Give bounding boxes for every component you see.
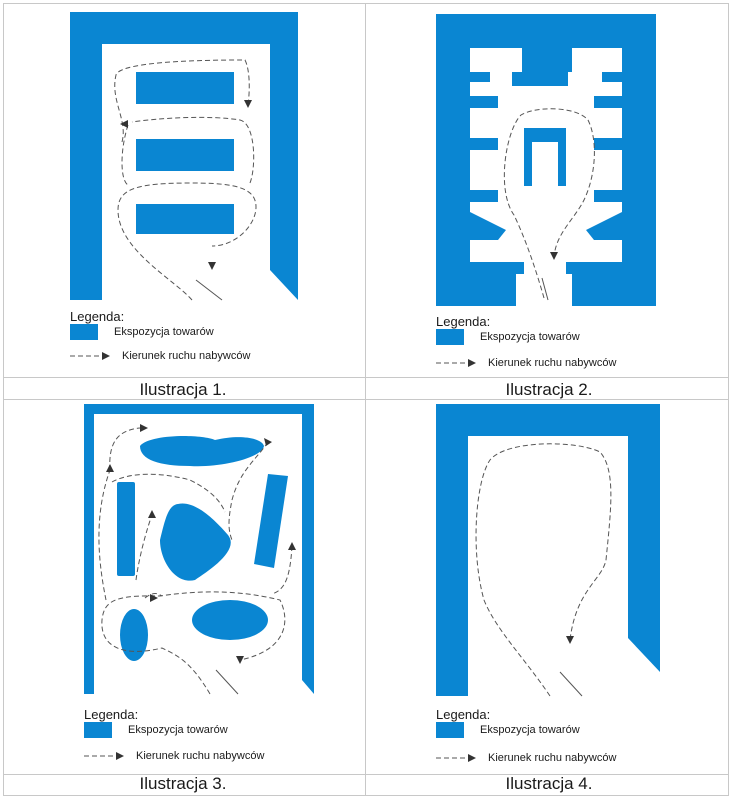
legend-title: Legenda: xyxy=(70,309,125,324)
customer-path xyxy=(98,427,293,695)
legend-title: Legenda: xyxy=(436,314,491,329)
exhibit-oval-left xyxy=(120,609,148,661)
exhibit-swatch xyxy=(70,324,98,340)
legend-path: Kierunek ruchu nabywców xyxy=(84,750,264,762)
legend-path-label: Kierunek ruchu nabywców xyxy=(136,750,265,762)
shelf-3 xyxy=(136,204,234,234)
legend-exhibit: Ekspozycja towarów xyxy=(436,329,580,345)
dashed-arrow-icon xyxy=(84,752,124,760)
floorplan-2 xyxy=(436,14,656,306)
panel-1: Legenda: Ekspozycja towarów Kierunek ruc… xyxy=(0,0,366,400)
legend-exhibit-label: Ekspozycja towarów xyxy=(480,724,580,736)
dashed-arrow-icon xyxy=(70,352,110,360)
exhibit-oval-right xyxy=(192,600,268,640)
floorplan-3 xyxy=(84,404,314,695)
shelf-2 xyxy=(136,139,234,171)
panel-4: Legenda: Ekspozycja towarów Kierunek ruc… xyxy=(366,400,732,800)
floorplan-1 xyxy=(70,12,298,301)
legend-path-label: Kierunek ruchu nabywców xyxy=(488,357,617,369)
legend-exhibit-label: Ekspozycja towarów xyxy=(114,326,214,338)
legend-path-label: Kierunek ruchu nabywców xyxy=(488,752,617,764)
entrance-door xyxy=(195,279,223,301)
legend-path: Kierunek ruchu nabywców xyxy=(436,357,616,369)
legend-exhibit: Ekspozycja towarów xyxy=(436,722,580,738)
exhibit-blob-center xyxy=(160,503,231,581)
store-walls xyxy=(70,12,298,300)
customer-path xyxy=(114,59,257,301)
customer-path xyxy=(503,108,595,299)
dashed-arrow-icon xyxy=(436,359,476,367)
legend-exhibit-label: Ekspozycja towarów xyxy=(128,724,228,736)
entrance-door xyxy=(215,669,239,695)
shelf-1 xyxy=(136,72,234,104)
store-walls xyxy=(436,14,656,306)
legend-title: Legenda: xyxy=(84,707,139,722)
dashed-arrow-icon xyxy=(436,754,476,762)
entrance-door xyxy=(559,671,583,697)
caption-2: Ilustracja 2. xyxy=(505,380,593,399)
legend-exhibit: Ekspozycja towarów xyxy=(70,324,214,340)
legend-exhibit-label: Ekspozycja towarów xyxy=(480,331,580,343)
entrance-door xyxy=(541,277,549,301)
legend-exhibit: Ekspozycja towarów xyxy=(84,722,228,738)
exhibit-swatch xyxy=(84,722,112,738)
customer-path xyxy=(475,443,612,697)
panel-2: Legenda: Ekspozycja towarów Kierunek ruc… xyxy=(366,0,732,400)
legend-path-label: Kierunek ruchu nabywców xyxy=(122,350,251,362)
exhibit-swatch xyxy=(436,329,464,345)
legend-path: Kierunek ruchu nabywców xyxy=(436,752,616,764)
arrow-head xyxy=(566,636,574,644)
legend-title: Legenda: xyxy=(436,707,491,722)
caption-1: Ilustracja 1. xyxy=(139,380,227,399)
legend-path: Kierunek ruchu nabywców xyxy=(70,350,250,362)
panel-3: Legenda: Ekspozycja towarów Kierunek ruc… xyxy=(0,400,366,800)
store-walls xyxy=(436,404,660,696)
arrow-head xyxy=(120,100,252,270)
caption-4: Ilustracja 4. xyxy=(505,774,593,793)
shelf-right xyxy=(254,474,288,568)
caption-3: Ilustracja 3. xyxy=(139,774,227,793)
exhibit-swatch xyxy=(436,722,464,738)
arrow-head xyxy=(550,252,558,260)
shelf-left xyxy=(117,482,135,576)
floorplan-4 xyxy=(436,404,660,697)
exhibit-blob-top xyxy=(140,436,264,467)
